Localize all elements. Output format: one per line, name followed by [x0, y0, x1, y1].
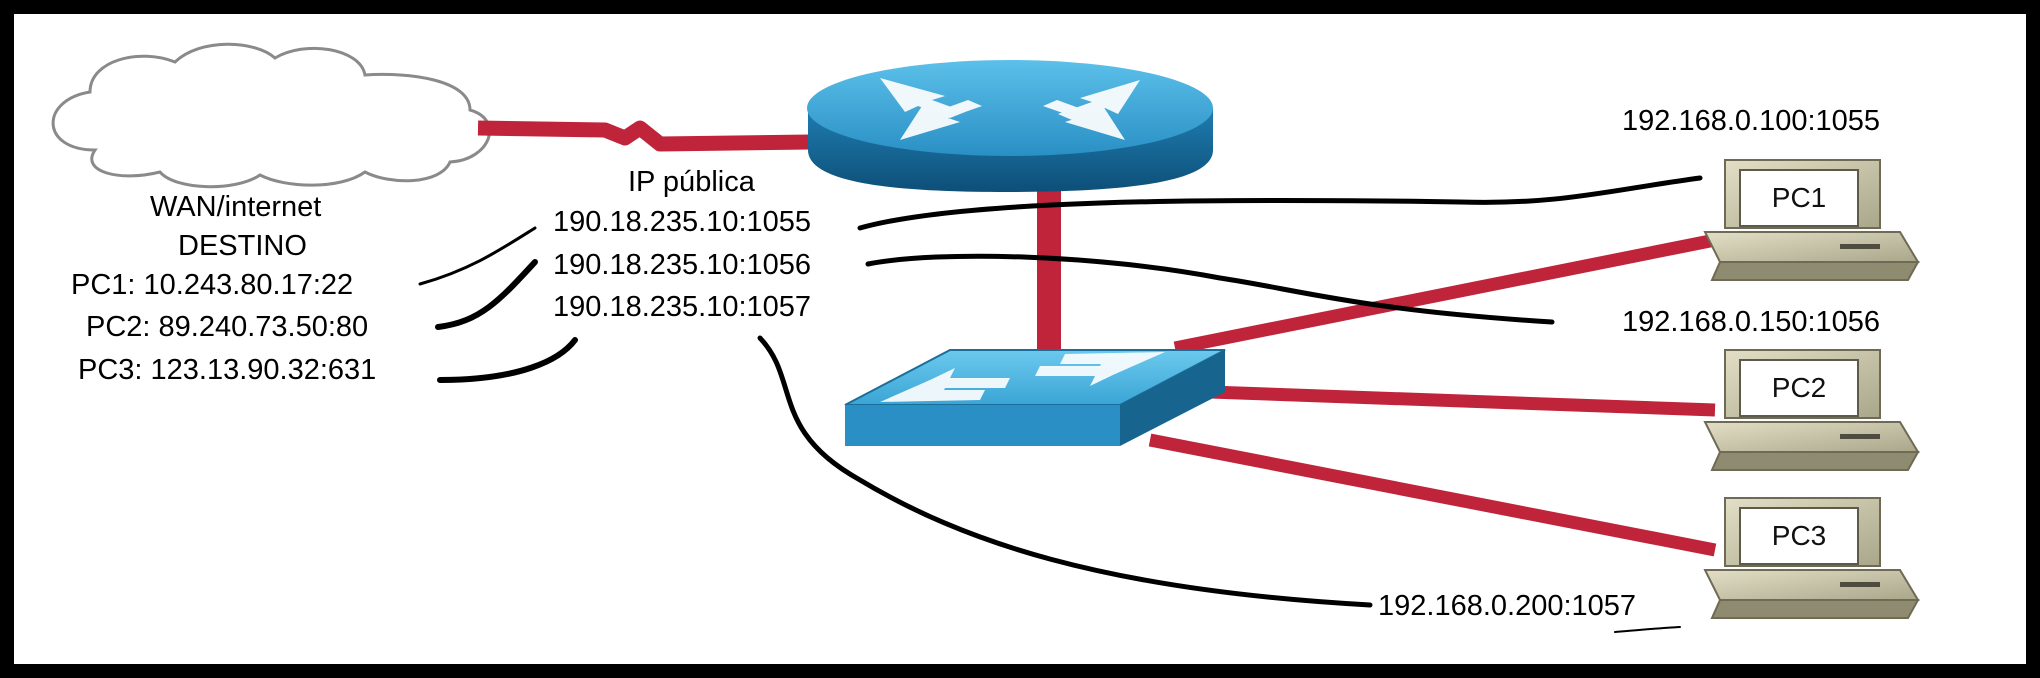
public-ip-label: IP pública — [628, 166, 755, 198]
wan-link — [477, 120, 811, 152]
wan-cloud-icon — [51, 42, 492, 189]
wan-destination-pc2: PC2: 89.240.73.50:80 — [86, 311, 369, 343]
router-icon — [807, 60, 1213, 192]
wan-destination-pc3: PC3: 123.13.90.32:631 — [78, 354, 377, 386]
pc1-icon — [1703, 159, 1920, 281]
pc3-label: PC3 — [1771, 520, 1827, 551]
pc1-label: PC1 — [1771, 182, 1827, 213]
handdrawn-connectors — [418, 175, 1703, 633]
pc3-local-address: 192.168.0.200:1057 — [1378, 590, 1637, 622]
connector-pc3-dest — [437, 337, 578, 383]
connector-pc1-dest — [418, 226, 537, 286]
wan-title: WAN/internet — [150, 191, 322, 223]
connector-1057 — [757, 335, 1373, 608]
wan-subtitle: DESTINO — [178, 230, 307, 262]
connector-pc2-dest — [435, 259, 538, 330]
underline-pc3-address — [1614, 626, 1681, 633]
pc2-label: PC2 — [1771, 372, 1827, 403]
public-port-1055: 190.18.235.10:1055 — [553, 206, 812, 238]
wan-destination-pc1: PC1: 10.243.80.17:22 — [71, 269, 354, 301]
public-port-1056: 190.18.235.10:1056 — [553, 249, 812, 281]
router-switch-link — [1037, 188, 1061, 354]
connector-1056 — [865, 253, 1555, 325]
pc3-icon — [1703, 497, 1920, 619]
public-port-1057: 190.18.235.10:1057 — [553, 291, 812, 323]
pc2-local-address: 192.168.0.150:1056 — [1622, 306, 1881, 338]
switch-icon — [844, 349, 1226, 446]
pc1-local-address: 192.168.0.100:1055 — [1622, 105, 1881, 137]
connector-1055 — [857, 175, 1703, 231]
pc2-icon — [1703, 349, 1920, 471]
lan-links — [1148, 233, 1717, 557]
